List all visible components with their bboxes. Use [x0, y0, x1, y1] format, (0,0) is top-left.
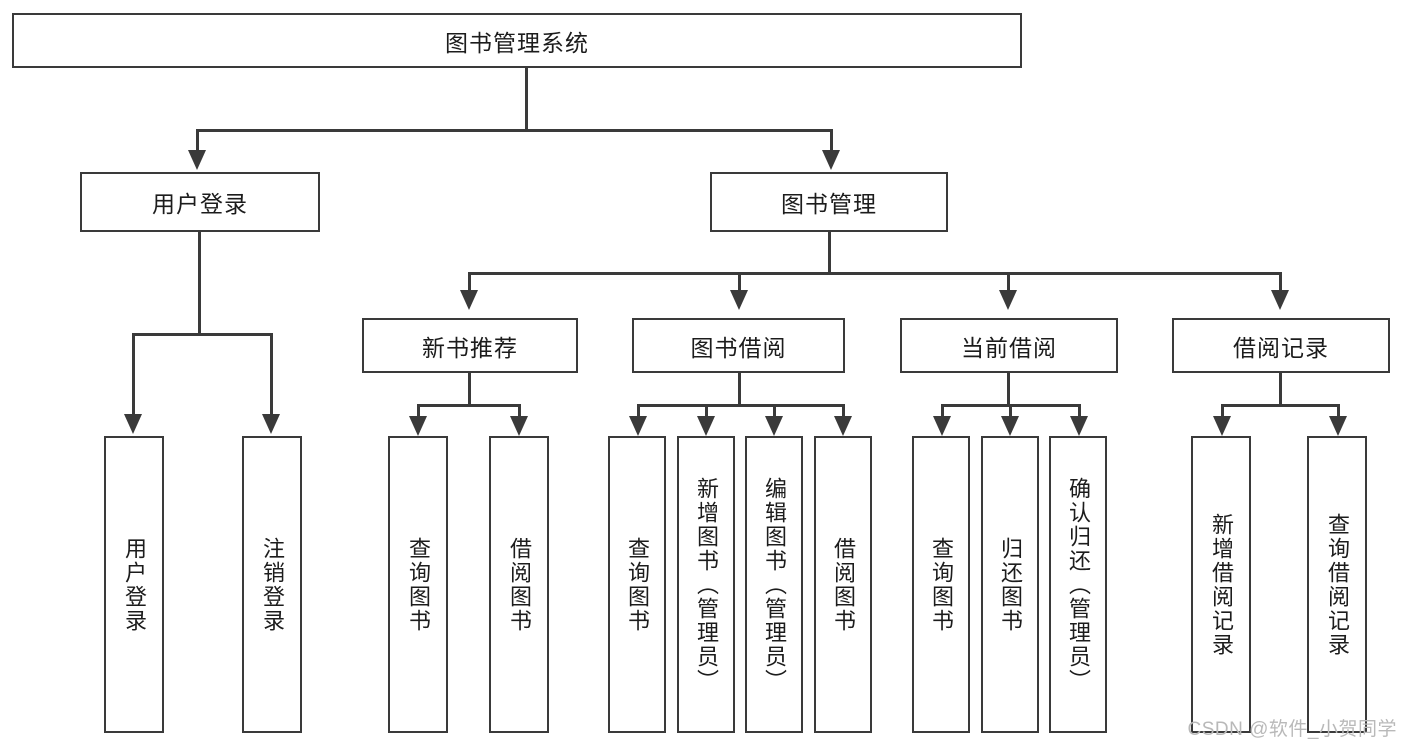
connector-user-login-drop-2 [270, 333, 273, 418]
connector-root-stem [525, 68, 528, 131]
arrow-book-manage-to-record [1271, 290, 1289, 310]
connector-root-bus [196, 129, 833, 132]
node-label: 图书管理系统 [445, 29, 589, 56]
connector-user-login-drop-1 [132, 333, 135, 418]
leaf-user-login[interactable]: 用户登录 [104, 436, 164, 733]
arrow-book-manage-to-new-book [460, 290, 478, 310]
connector-book-borrow-drop-1 [637, 404, 640, 420]
node-label: 用户登录 [152, 191, 248, 217]
node-new-book-recommend[interactable]: 新书推荐 [362, 318, 578, 373]
connector-root-drop-user [196, 129, 199, 154]
arrow-current-borrow-to-leaf-3 [1070, 416, 1088, 436]
node-book-manage[interactable]: 图书管理 [710, 172, 948, 232]
node-label: 注销登录 [259, 536, 285, 633]
arrow-user-login-to-leaf-1 [124, 414, 142, 434]
arrow-book-borrow-to-leaf-4 [834, 416, 852, 436]
node-label: 查询借阅记录 [1324, 512, 1350, 657]
leaf-add-book-admin[interactable]: 新增图书（管理员） [677, 436, 735, 733]
node-label: 新增图书（管理员） [693, 476, 719, 693]
node-user-login[interactable]: 用户登录 [80, 172, 320, 232]
leaf-borrow-book-recommend[interactable]: 借阅图书 [489, 436, 549, 733]
node-label: 借阅记录 [1233, 334, 1329, 361]
connector-current-borrow-stem [1007, 373, 1010, 406]
node-root-system[interactable]: 图书管理系统 [12, 13, 1022, 68]
arrow-new-book-to-leaf-2 [510, 416, 528, 436]
node-label: 图书管理 [781, 191, 877, 217]
node-label: 新增借阅记录 [1208, 512, 1234, 657]
connector-user-login-bus [132, 333, 270, 336]
arrow-borrow-record-to-leaf-2 [1329, 416, 1347, 436]
node-label: 借阅图书 [830, 536, 856, 633]
connector-borrow-record-drop-1 [1221, 404, 1224, 420]
node-book-borrow[interactable]: 图书借阅 [632, 318, 845, 373]
node-borrow-record[interactable]: 借阅记录 [1172, 318, 1390, 373]
arrow-new-book-to-leaf-1 [409, 416, 427, 436]
connector-book-borrow-drop-3 [773, 404, 776, 420]
node-current-borrow[interactable]: 当前借阅 [900, 318, 1118, 373]
leaf-borrow-book[interactable]: 借阅图书 [814, 436, 872, 733]
arrow-book-manage-to-borrow [730, 290, 748, 310]
connector-new-book-drop-1 [417, 404, 420, 420]
connector-new-book-bus [417, 404, 521, 407]
node-label: 归还图书 [997, 536, 1023, 633]
arrow-book-borrow-to-leaf-3 [765, 416, 783, 436]
connector-book-manage-drop-1 [468, 272, 471, 294]
connector-book-borrow-drop-2 [705, 404, 708, 420]
leaf-edit-book-admin[interactable]: 编辑图书（管理员） [745, 436, 803, 733]
connector-new-book-stem [468, 373, 471, 406]
node-label: 新书推荐 [422, 334, 518, 361]
connector-book-borrow-drop-4 [842, 404, 845, 420]
connector-current-borrow-drop-3 [1078, 404, 1081, 420]
node-label: 图书借阅 [690, 334, 787, 361]
node-label: 当前借阅 [961, 334, 1057, 361]
node-label: 确认归还（管理员） [1065, 476, 1091, 693]
node-label: 查询图书 [405, 536, 431, 633]
leaf-query-book-borrow[interactable]: 查询图书 [608, 436, 666, 733]
arrow-root-to-book-manage [822, 150, 840, 170]
arrow-root-to-user-login [188, 150, 206, 170]
connector-current-borrow-drop-2 [1009, 404, 1012, 420]
connector-user-login-stem [198, 232, 201, 335]
leaf-query-borrow-record[interactable]: 查询借阅记录 [1307, 436, 1367, 733]
arrow-book-manage-to-current [999, 290, 1017, 310]
node-label: 查询图书 [624, 536, 650, 633]
leaf-return-book[interactable]: 归还图书 [981, 436, 1039, 733]
connector-book-manage-stem [828, 232, 831, 274]
node-label: 借阅图书 [506, 536, 532, 633]
arrow-current-borrow-to-leaf-2 [1001, 416, 1019, 436]
leaf-confirm-return-admin[interactable]: 确认归还（管理员） [1049, 436, 1107, 733]
arrow-borrow-record-to-leaf-1 [1213, 416, 1231, 436]
leaf-query-book-recommend[interactable]: 查询图书 [388, 436, 448, 733]
arrow-book-borrow-to-leaf-1 [629, 416, 647, 436]
leaf-query-book-current[interactable]: 查询图书 [912, 436, 970, 733]
connector-book-manage-drop-3 [1007, 272, 1010, 294]
connector-new-book-drop-2 [518, 404, 521, 420]
connector-book-manage-bus [468, 272, 1282, 275]
arrow-book-borrow-to-leaf-2 [697, 416, 715, 436]
connector-borrow-record-stem [1279, 373, 1282, 406]
arrow-current-borrow-to-leaf-1 [933, 416, 951, 436]
connector-book-manage-drop-4 [1279, 272, 1282, 294]
connector-book-borrow-bus [637, 404, 845, 407]
node-label: 查询图书 [928, 536, 954, 633]
arrow-user-login-to-leaf-2 [262, 414, 280, 434]
connector-book-borrow-stem [738, 373, 741, 406]
connector-borrow-record-bus [1221, 404, 1340, 407]
node-label: 编辑图书（管理员） [761, 476, 787, 693]
connector-borrow-record-drop-2 [1337, 404, 1340, 420]
connector-root-drop-book [830, 129, 833, 154]
watermark-text: CSDN @软件_小贺同学 [1187, 719, 1397, 740]
leaf-add-borrow-record[interactable]: 新增借阅记录 [1191, 436, 1251, 733]
leaf-logout[interactable]: 注销登录 [242, 436, 302, 733]
connector-current-borrow-drop-1 [941, 404, 944, 420]
node-label: 用户登录 [121, 536, 147, 633]
connector-book-manage-drop-2 [738, 272, 741, 294]
